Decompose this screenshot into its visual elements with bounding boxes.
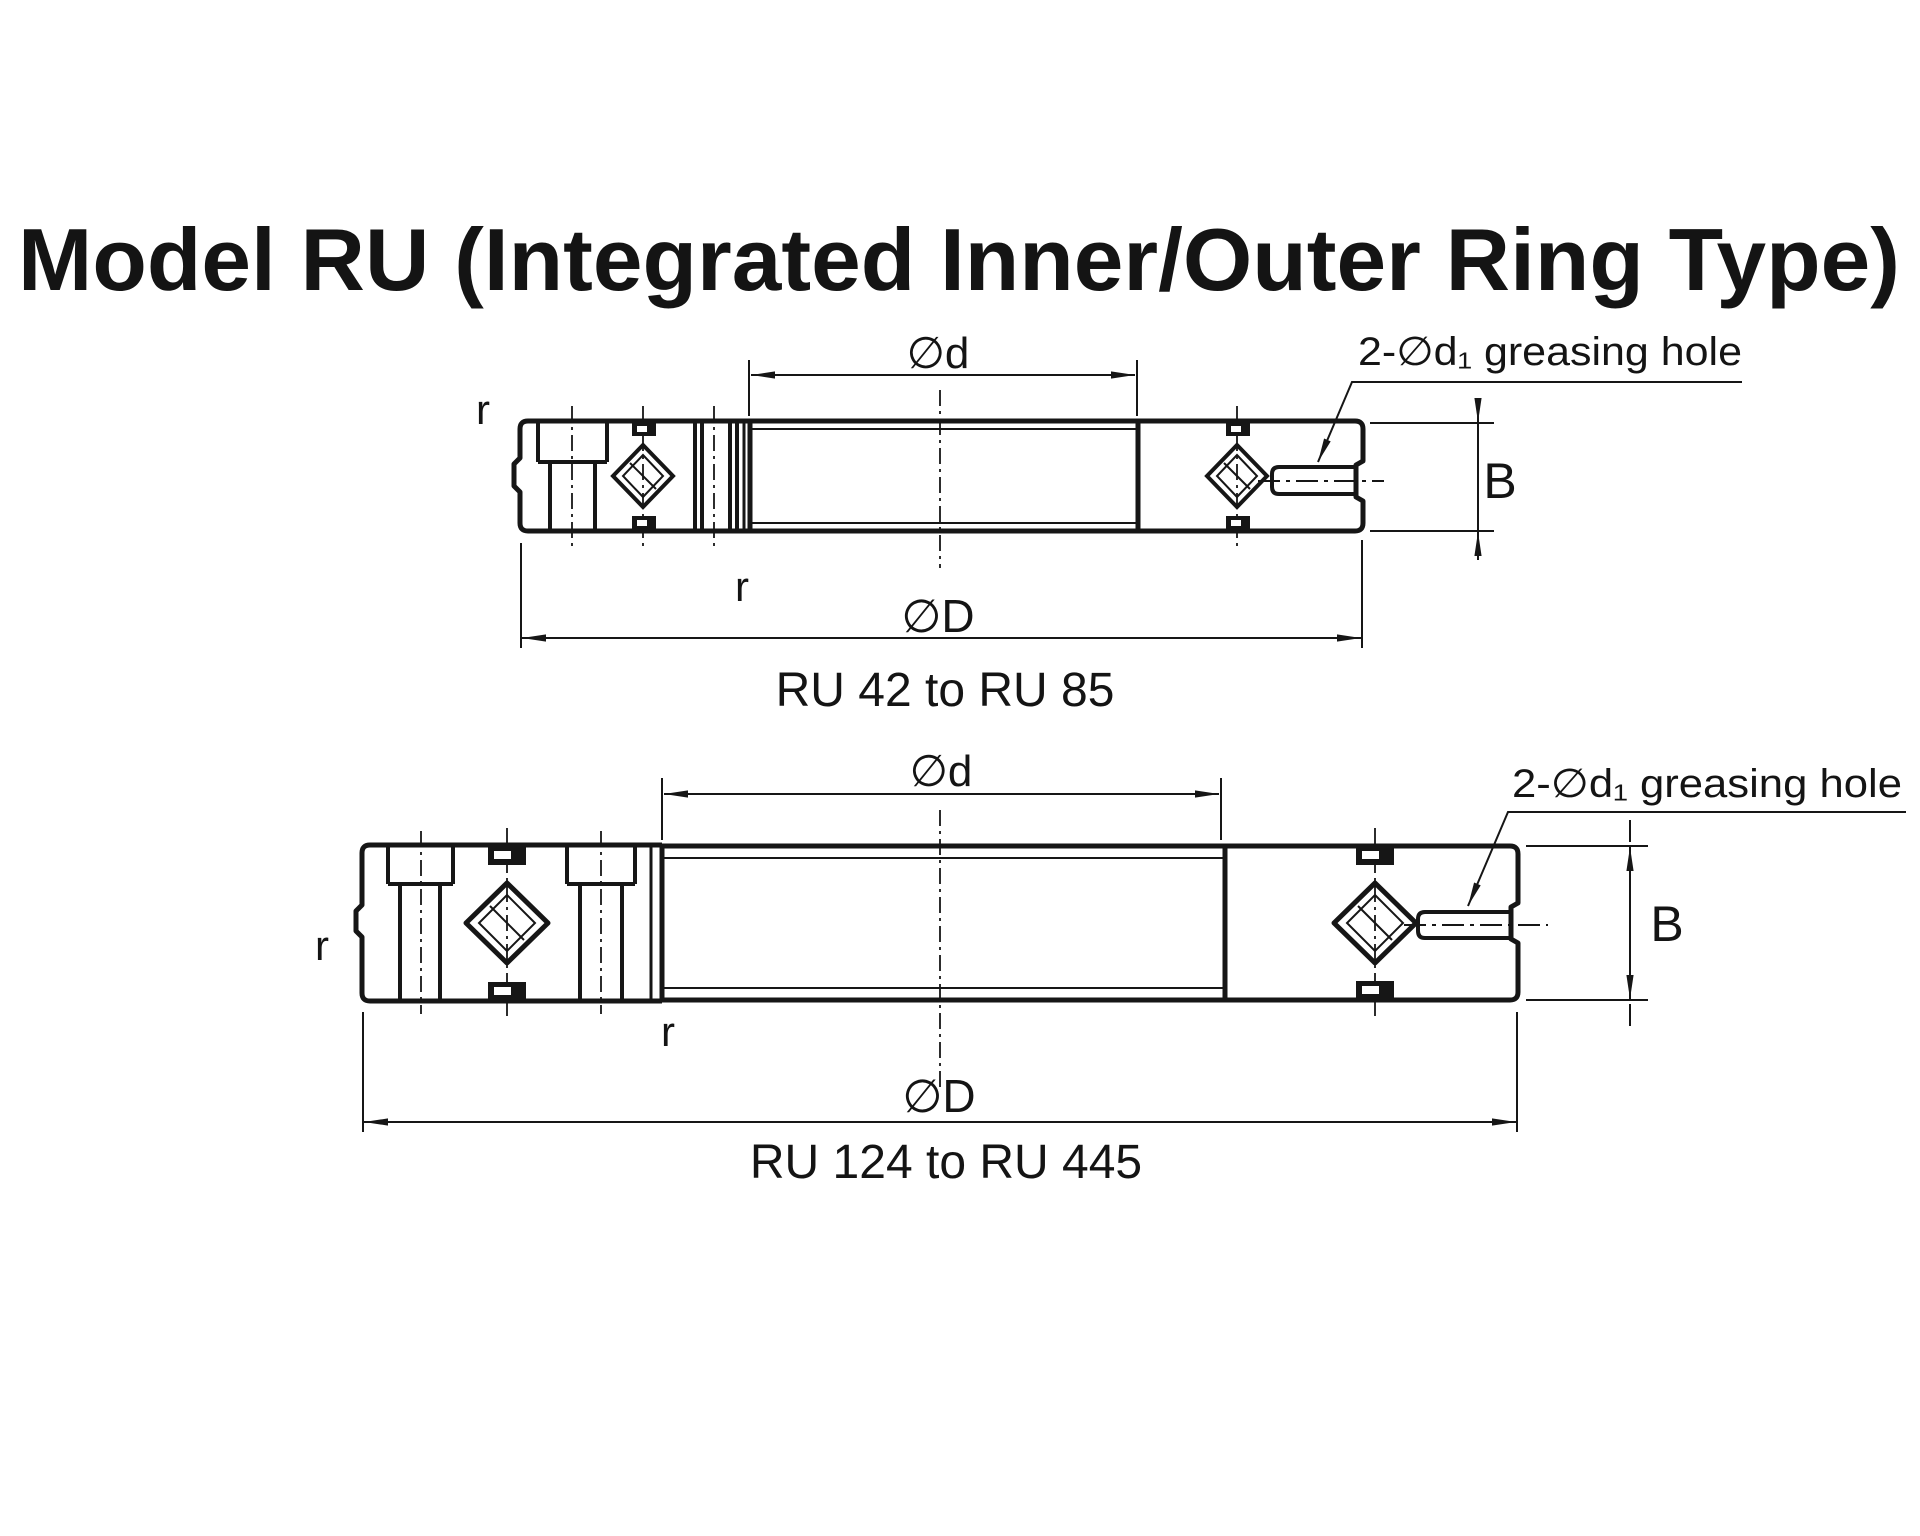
bottom-left-roller	[463, 828, 551, 1016]
bottom-outer-diameter-label: ∅D	[902, 1070, 975, 1122]
top-right-roller	[1204, 406, 1270, 549]
bottom-left-block-outline	[353, 842, 662, 1004]
bottom-greasing-hole	[1404, 910, 1548, 940]
bottom-bolt-hole-1	[386, 831, 455, 1014]
bottom-inner-diameter-label: ∅d	[910, 747, 973, 796]
top-width-dimension: B	[1370, 398, 1517, 560]
top-split-lines	[693, 406, 739, 549]
bottom-thin-section	[662, 843, 1225, 1003]
bottom-outer-edge-radius-label: r	[315, 922, 329, 969]
bottom-bolt-hole-2	[565, 831, 637, 1014]
top-greasing-hole	[1258, 465, 1384, 496]
bottom-inner-edge-radius-label: r	[661, 1008, 675, 1055]
top-outer-diameter-dimension: ∅D	[520, 540, 1363, 648]
top-bolt-hole	[536, 406, 609, 549]
bottom-width-label: B	[1650, 896, 1683, 952]
bottom-greasing-hole-label: 2-∅d₁ greasing hole	[1512, 762, 1902, 806]
bottom-diagram: ∅d ∅D B 2-∅d₁ greasing hole r r RU 124 t…	[315, 747, 1906, 1189]
bottom-right-roller	[1331, 828, 1419, 1016]
top-inner-diameter-dimension: ∅d	[748, 329, 1138, 416]
top-thin-section	[750, 418, 1138, 534]
top-left-block-outline	[511, 418, 750, 534]
top-outer-diameter-label: ∅D	[901, 590, 974, 642]
bottom-greasing-callout: 2-∅d₁ greasing hole	[1467, 762, 1906, 907]
top-outer-edge-radius-label: r	[476, 386, 490, 433]
top-diagram: ∅d ∅D B 2-∅d₁ greasing hole r r RU 42 to…	[476, 329, 1742, 717]
top-greasing-hole-label: 2-∅d₁ greasing hole	[1358, 330, 1742, 374]
bottom-outer-diameter-dimension: ∅D	[362, 1012, 1518, 1132]
bottom-inner-diameter-dimension: ∅d	[661, 747, 1222, 840]
top-left-roller	[610, 406, 676, 549]
bottom-right-block-outline	[1225, 843, 1521, 1003]
bottom-diagram-caption: RU 124 to RU 445	[750, 1136, 1142, 1189]
top-width-label: B	[1483, 453, 1516, 509]
top-greasing-callout: 2-∅d₁ greasing hole	[1317, 330, 1742, 463]
page-title: Model RU (Integrated Inner/Outer Ring Ty…	[18, 210, 1900, 309]
bottom-width-dimension: B	[1526, 820, 1684, 1026]
top-inner-diameter-label: ∅d	[907, 329, 970, 378]
top-inner-edge-radius-label: r	[735, 563, 749, 610]
top-diagram-caption: RU 42 to RU 85	[776, 664, 1115, 717]
